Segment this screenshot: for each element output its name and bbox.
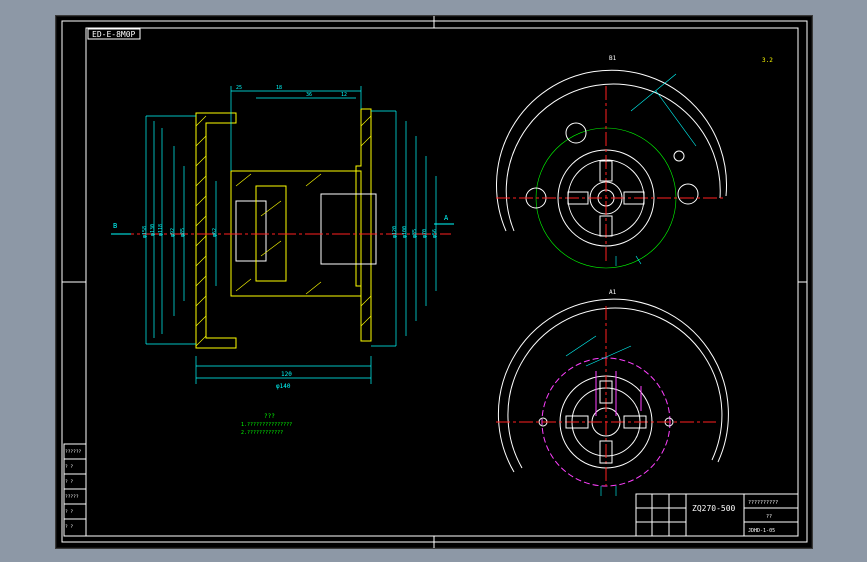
revision-table <box>63 443 87 537</box>
top-circular-view[interactable]: B1 3.2 <box>496 55 773 269</box>
bottom-view-spoke-slots <box>565 380 647 464</box>
bottom-view-leaders <box>565 335 632 496</box>
inner-drawing-frame <box>85 27 799 537</box>
dim-right-3: φ70 <box>422 229 428 238</box>
top-view-hole-top <box>565 122 587 144</box>
title-tab-code: ED-E-8M0P <box>92 30 136 39</box>
revision-row-3: ????? <box>65 494 79 500</box>
dim-top-0: 25 <box>236 85 242 91</box>
tech-req-line-1: 1.??????????????? <box>241 422 292 428</box>
corner-roughness-note: 3.2 <box>762 57 773 64</box>
technical-requirements: ??? 1.??????????????? 2.???????????? <box>241 413 292 436</box>
tech-req-title: ??? <box>264 413 275 420</box>
top-view-hole-right <box>677 183 699 205</box>
dim-bottom-length: φ140 <box>276 383 291 390</box>
revision-row-5: ? ? <box>65 524 73 530</box>
top-view-outer-arc <box>496 69 727 232</box>
title-block <box>635 493 799 537</box>
title-block-material-code: JDHD-1-05 <box>748 528 775 534</box>
title-block-scale: ?? <box>766 514 772 520</box>
bottom-circular-view[interactable]: A1 <box>496 289 729 496</box>
cad-drawing-canvas[interactable]: ED-E-8M0P <box>56 16 812 548</box>
dim-right-2: φ85 <box>412 229 418 238</box>
cad-viewport[interactable]: ED-E-8M0P <box>55 15 813 549</box>
dim-left-3: φ92 <box>170 228 176 237</box>
left-flange-hatch <box>195 112 237 349</box>
hub-bore <box>320 193 377 265</box>
dim-right-1: φ100 <box>402 226 408 238</box>
dim-top-1: 18 <box>276 85 282 91</box>
bottom-view-keyway <box>595 371 642 416</box>
revision-row-4: ? ? <box>65 509 73 515</box>
dim-top-3: 12 <box>341 92 347 98</box>
section-view[interactable]: B A 120 φ140 φ158 φ130 φ118 φ92 φ85 φ62 … <box>111 85 454 390</box>
dim-left-0: φ158 <box>142 226 148 238</box>
dim-top-2: 36 <box>306 92 312 98</box>
revision-row-0: ?????? <box>65 449 82 455</box>
title-block-part-name: ?????????? <box>748 500 778 506</box>
hatch-lines <box>195 115 372 347</box>
revision-row-2: ? ? <box>65 479 73 485</box>
bottom-view-outer-arc <box>497 298 729 473</box>
dim-left-2: φ118 <box>158 224 164 236</box>
dimension-lines <box>145 86 437 384</box>
title-tab-box <box>87 28 141 40</box>
dim-right-4: φ56 <box>432 229 438 238</box>
title-block-drawing-number: ZQ270-500 <box>692 504 736 513</box>
view-label-bottom: A1 <box>609 289 617 296</box>
dim-left-4: φ85 <box>180 228 186 237</box>
bottom-view-outer-arc-2 <box>507 307 723 469</box>
revision-row-1: ? ? <box>65 464 73 470</box>
tech-req-line-2: 2.???????????? <box>241 430 283 436</box>
top-view-spoke-slots <box>567 160 645 237</box>
top-view-hole-small <box>673 150 685 162</box>
section-arrow-b-label: B <box>113 222 117 230</box>
top-view-leaders <box>615 73 697 266</box>
dim-overall-width: 120 <box>281 371 292 378</box>
dim-left-1: φ130 <box>150 224 156 236</box>
dim-left-5: φ62 <box>212 228 218 237</box>
dim-right-0: φ120 <box>392 226 398 238</box>
view-label-top: B1 <box>609 55 617 62</box>
section-arrow-a-label: A <box>444 214 449 222</box>
spoke-web <box>235 200 267 262</box>
top-view-outer-arc-2 <box>505 83 721 232</box>
